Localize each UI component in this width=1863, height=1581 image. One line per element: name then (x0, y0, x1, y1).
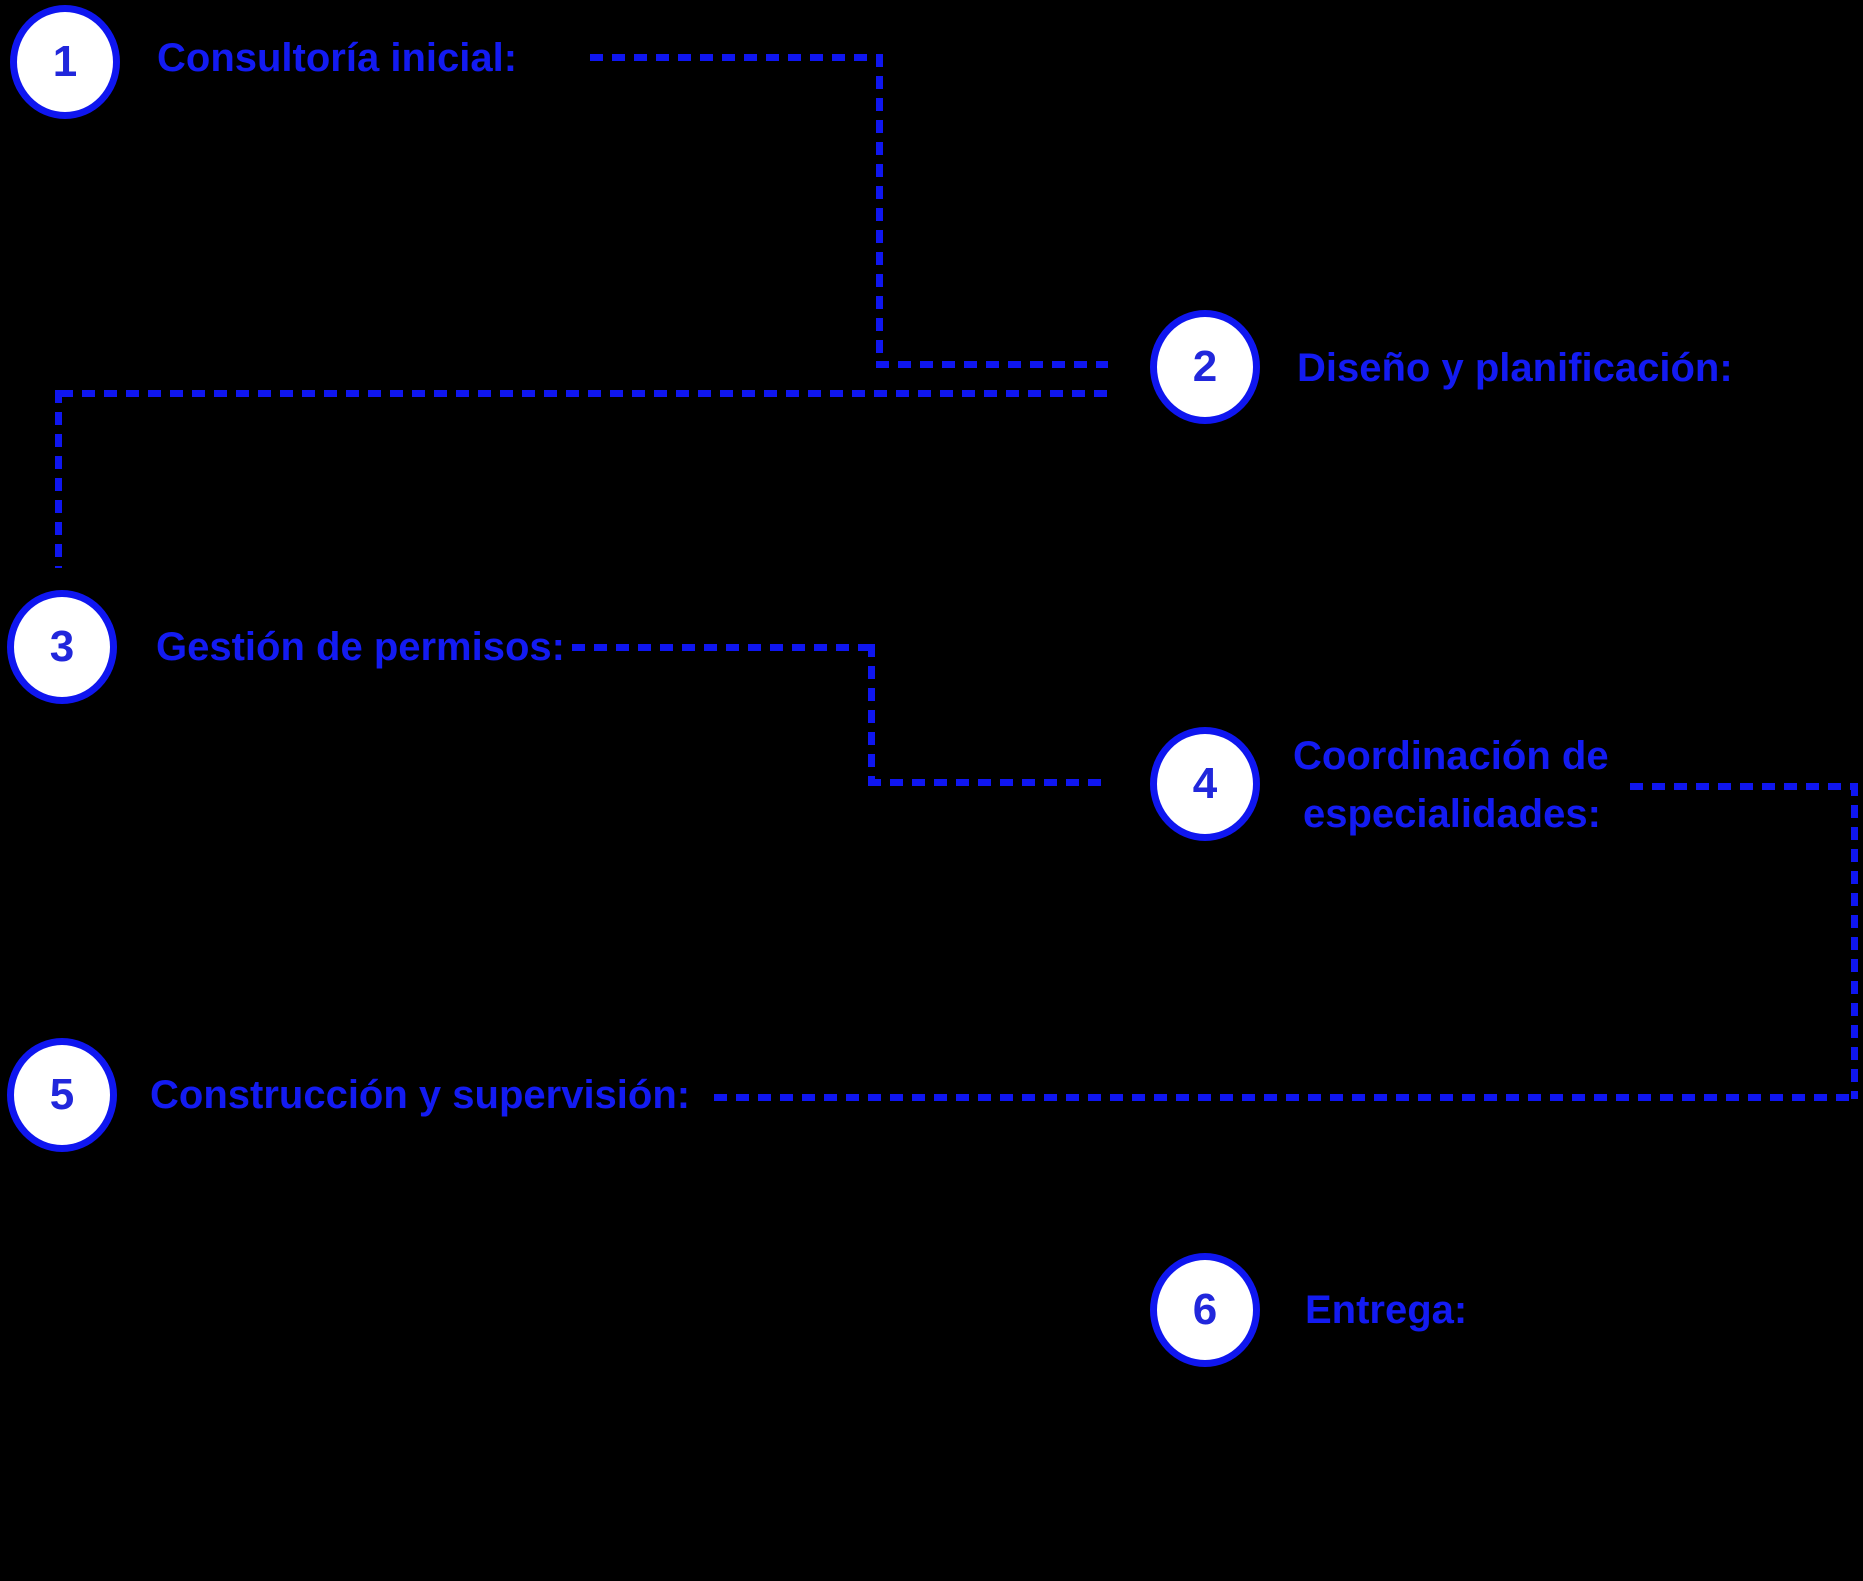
step-1-label: Consultoría inicial: (157, 36, 518, 80)
step-6-number: 6 (1192, 1285, 1218, 1334)
step-5-label: Construcción y supervisión: (150, 1073, 691, 1117)
connector-4-5-seg-top (1630, 783, 1856, 790)
connector-4-5-seg-bottom (714, 1094, 1858, 1101)
step-1-circle: 1 (10, 5, 120, 119)
step-2-circle: 2 (1150, 310, 1260, 424)
step-4-label-line-1: Coordinación de (1293, 734, 1609, 778)
connector-3-4-seg-vertical (868, 644, 875, 786)
connector-4-5-seg-vertical (1851, 783, 1858, 1099)
step-5-number: 5 (49, 1070, 75, 1119)
step-5-circle: 5 (7, 1038, 117, 1152)
step-4-label: Coordinación de especialidades: (1293, 727, 1609, 843)
step-6-circle: 6 (1150, 1253, 1260, 1367)
connector-3-4-seg-top (572, 644, 872, 651)
step-2-label: Diseño y planificación: (1297, 346, 1733, 390)
connector-1-2-seg-bottom (876, 361, 1108, 368)
connector-1-2-seg-top (590, 54, 882, 61)
step-4-circle: 4 (1150, 727, 1260, 841)
connector-1-2-seg-vertical (876, 54, 883, 368)
step-1-number: 1 (52, 37, 78, 86)
step-4-label-line-2: especialidades: (1303, 792, 1601, 836)
connector-2-3-seg-vertical (55, 390, 62, 568)
step-4-number: 4 (1192, 759, 1218, 808)
step-2-number: 2 (1192, 342, 1218, 391)
step-6-label: Entrega: (1305, 1288, 1468, 1332)
step-3-number: 3 (49, 622, 75, 671)
step-3-circle: 3 (7, 590, 117, 704)
connector-2-3-seg-top (60, 390, 1108, 397)
step-3-label: Gestión de permisos: (156, 625, 565, 669)
connector-3-4-seg-bottom (868, 779, 1108, 786)
